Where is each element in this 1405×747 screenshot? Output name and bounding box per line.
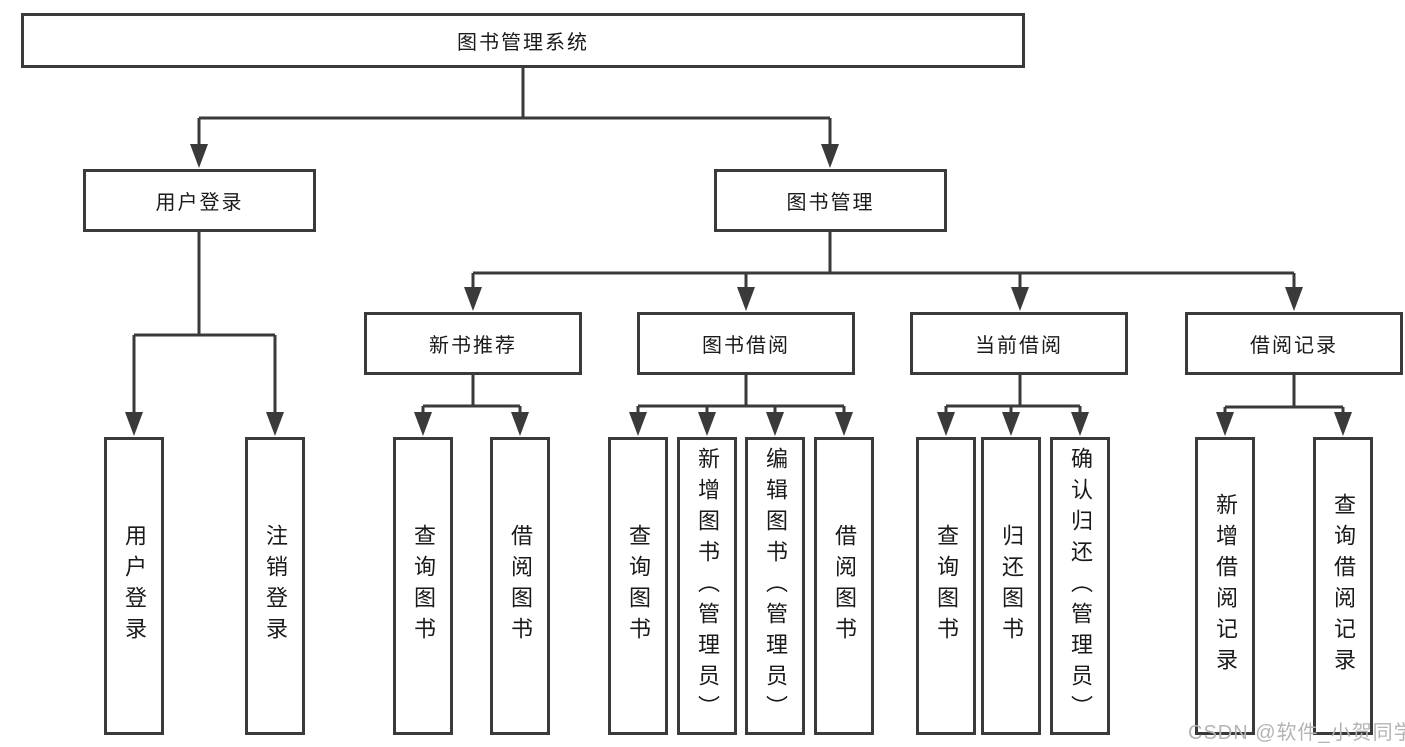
node-book-borrow: 图书借阅 (637, 312, 855, 375)
leaf-borrow-borrow-books: 借阅图书 (814, 437, 874, 735)
node-system-root: 图书管理系统 (21, 13, 1025, 68)
leaf-records-query-record: 查询借阅记录 (1313, 437, 1373, 735)
leaf-user-login: 用户登录 (104, 437, 164, 735)
node-new-book-recommend: 新书推荐 (364, 312, 582, 375)
leaf-borrow-edit-books-admin: 编辑图书（管理员） (745, 437, 805, 735)
leaf-current-confirm-return-admin: 确认归还（管理员） (1050, 437, 1110, 735)
leaf-records-add-record: 新增借阅记录 (1195, 437, 1255, 735)
leaf-logout: 注销登录 (245, 437, 305, 735)
arrowheads (125, 144, 1352, 436)
node-user-login: 用户登录 (83, 169, 316, 232)
leaf-recommend-query-books: 查询图书 (393, 437, 453, 735)
leaf-borrow-query-books: 查询图书 (608, 437, 668, 735)
node-borrow-records: 借阅记录 (1185, 312, 1403, 375)
leaf-borrow-add-books-admin: 新增图书（管理员） (677, 437, 737, 735)
leaf-current-return-books: 归还图书 (981, 437, 1041, 735)
node-book-management: 图书管理 (714, 169, 947, 232)
node-current-borrow: 当前借阅 (910, 312, 1128, 375)
leaf-current-query-books: 查询图书 (916, 437, 976, 735)
leaf-recommend-borrow-books: 借阅图书 (490, 437, 550, 735)
